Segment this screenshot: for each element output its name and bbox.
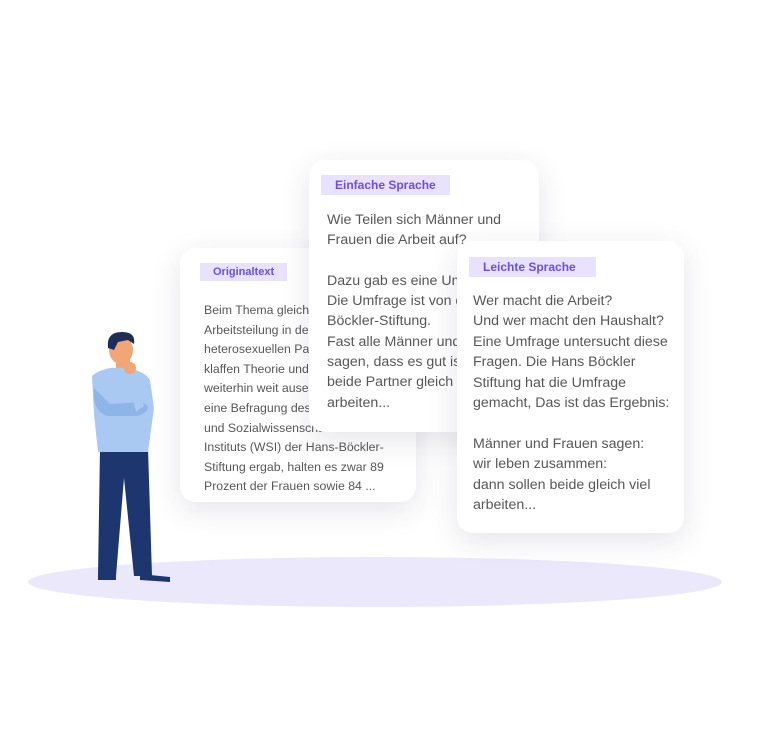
- originaltext-tag: Originaltext: [200, 263, 288, 281]
- leichte-sprache-body: Wer macht die Arbeit? Und wer macht den …: [473, 293, 670, 514]
- einfache-sprache-tag: Einfache Sprache: [321, 175, 450, 195]
- leichte-sprache-card: Leichte Sprache Wer macht die Arbeit? Un…: [457, 241, 684, 533]
- thinking-person-icon: [92, 332, 170, 582]
- leichte-sprache-tag: Leichte Sprache: [469, 257, 596, 277]
